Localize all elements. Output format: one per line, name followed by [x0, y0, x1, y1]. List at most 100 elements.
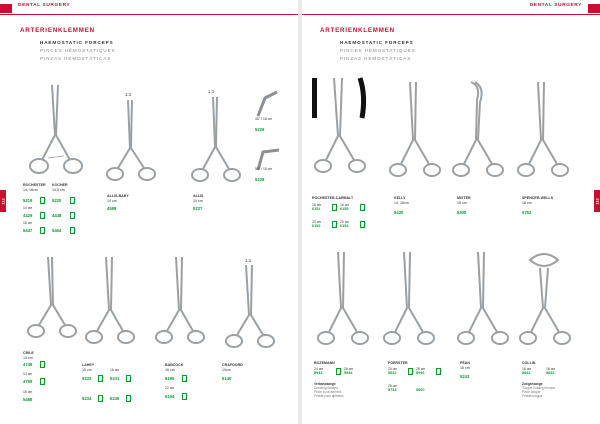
jaw-detail-45-image: [256, 90, 278, 117]
jaw-detail-90-label: 90° / 15 cm: [255, 167, 273, 171]
rochester-code-a: 5219: [23, 198, 33, 203]
spencer-wells-forceps-image: [517, 81, 569, 177]
crile-size-a: 14 cm: [23, 372, 33, 376]
crile-code-b: 4759: [23, 379, 33, 384]
header-rule: [302, 14, 600, 15]
curved-jaw-icon: [360, 221, 365, 228]
header-label: DENTAL SURGERY: [529, 3, 582, 8]
straight-jaw-icon: [332, 204, 337, 211]
babcock-forceps-image: [155, 256, 205, 344]
bozemann-caption: BOZEMANN: [314, 361, 335, 365]
straight-jaw-icon: [40, 361, 45, 368]
page-number-tab: 113: [594, 190, 600, 212]
babcock-size-b: 22 cm: [165, 386, 175, 390]
jaw-detail-45-code: 5226: [255, 127, 265, 132]
allis-baby-code: 4598: [107, 206, 117, 211]
rochester-forceps-image: [29, 84, 83, 174]
scale-marker: 1:1: [245, 258, 252, 263]
lahey-code-b: 5231: [110, 376, 120, 381]
foerster-forceps-image: [383, 251, 435, 345]
straight-jaw-icon: [182, 375, 187, 382]
straight-jaw-icon: [70, 227, 75, 234]
lahey-code-a: 5233: [82, 376, 92, 381]
scale-marker: 1:1: [208, 89, 215, 94]
crafoord-forceps-image: [225, 264, 275, 348]
straight-jaw-icon: [98, 375, 103, 382]
straight-jaw-icon: [336, 368, 341, 375]
allis-code: 5227: [193, 206, 203, 211]
spencer-wells-code: 5752: [522, 210, 532, 215]
rochester-carmalt-forceps-image: [312, 77, 367, 173]
kelly-forceps-image: [389, 81, 441, 177]
subtitle-es: PINZAS HEMOSTÁTICAS: [340, 56, 412, 61]
curved-jaw-icon: [70, 212, 75, 219]
foerster-variant-d: 5900: [416, 388, 425, 393]
header-accent-bar: [0, 4, 12, 13]
header-accent-bar: [588, 4, 600, 13]
lahey-code-c: 5234: [82, 396, 92, 401]
curved-jaw-icon: [126, 375, 131, 382]
lahey-code-d: 5236: [110, 396, 120, 401]
subtitle-fr: PINCES HÉMOSTATIQUES: [340, 48, 416, 53]
kelly-code: 5430: [394, 210, 404, 215]
subtitle-fr: PINCES HÉMOSTATIQUES: [40, 48, 116, 53]
curved-jaw-icon: [98, 395, 103, 402]
straight-jaw-icon: [40, 197, 45, 204]
subtitle-es: PINZAS HEMOSTÁTICAS: [40, 56, 112, 61]
scale-marker: 1:1: [125, 92, 132, 97]
crile-code-c: 5468: [23, 397, 33, 402]
curved-jaw-icon: [40, 378, 45, 385]
lahey-size-b: 16 cm: [110, 368, 120, 372]
rochester-code-b: 4429: [23, 213, 33, 218]
kocher-code-a: 5220: [52, 198, 62, 203]
straight-jaw-icon: [40, 212, 45, 219]
header-rule: [0, 14, 298, 15]
curved-jaw-icon: [126, 395, 131, 402]
header-label: DENTAL SURGERY: [18, 3, 71, 8]
rochester-size-b: 16 cm: [23, 221, 33, 225]
straight-jaw-icon: [332, 221, 337, 228]
page-gutter: [298, 0, 302, 424]
kocher-code-c: 5464: [52, 228, 62, 233]
straight-jaw-icon: [70, 197, 75, 204]
jaw-detail-90-code: 5228: [255, 177, 265, 182]
pean-code: 5243: [460, 374, 470, 379]
bozemann-forceps-image: [317, 251, 369, 345]
babcock-code-a: 6195: [165, 376, 175, 381]
curved-jaw-icon: [360, 204, 365, 211]
straight-jaw-icon: [408, 368, 413, 375]
mixter-code: 5305: [457, 210, 467, 215]
collin-forceps-image: [519, 253, 571, 345]
lahey-forceps-image: [85, 256, 135, 344]
crile-code-a: 4749: [23, 362, 33, 367]
jaw-detail-90-image: [256, 148, 280, 171]
babcock-code-b: 6194: [165, 394, 175, 399]
jaw-detail-45-label: 45° / 18 cm: [255, 117, 273, 121]
subtitle-en: HAEMOSTATIC FORCEPS: [340, 40, 414, 45]
crafoord-code: 6140: [222, 376, 232, 381]
foerster-caption: FOERSTER: [388, 361, 408, 365]
allis-forceps-image: [191, 96, 241, 182]
subtitle-en: HAEMOSTATIC FORCEPS: [40, 40, 114, 45]
straight-jaw-icon: [40, 227, 45, 234]
crile-size-b: 16 cm: [23, 390, 33, 394]
